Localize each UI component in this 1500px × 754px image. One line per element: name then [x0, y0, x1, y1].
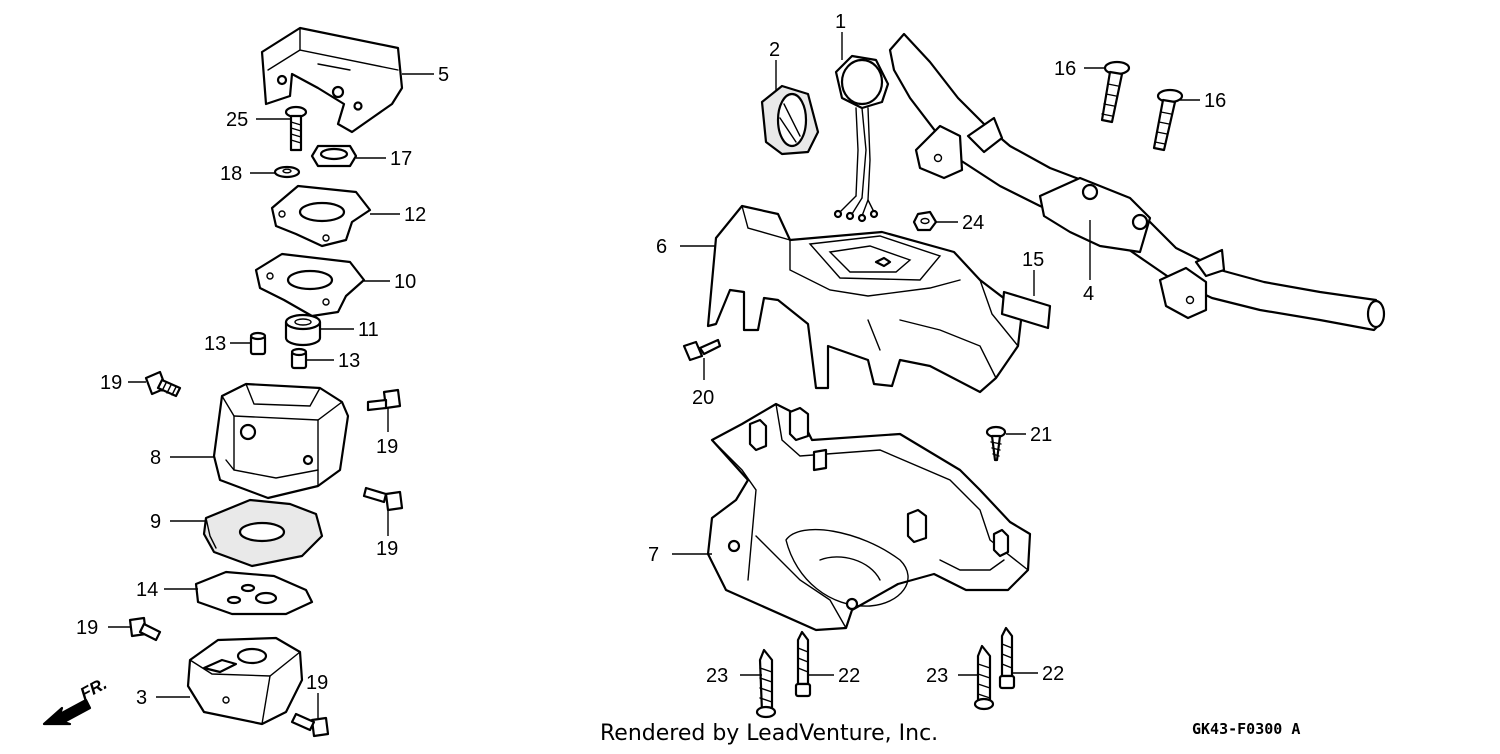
part-14-plate — [194, 570, 314, 616]
part-20-screw — [682, 338, 722, 362]
label-part-12: 12 — [404, 204, 426, 226]
part-25-bolt — [284, 105, 308, 152]
part-16-bolt-b — [1152, 88, 1184, 152]
part-15-label — [1000, 290, 1052, 330]
part-1-meter — [833, 54, 890, 223]
label-part-19d: 19 — [76, 617, 98, 639]
label-part-20: 20 — [692, 387, 714, 409]
part-19-bolt-e — [290, 712, 330, 738]
leader-lines — [108, 32, 1200, 718]
label-part-6: 6 — [656, 236, 667, 258]
part-5-bracket — [260, 26, 404, 134]
part-12-plate — [270, 184, 372, 248]
part-23-screw-a — [755, 648, 777, 719]
label-part-17: 17 — [390, 148, 412, 170]
label-part-14: 14 — [136, 579, 158, 601]
part-7-lower-cover — [706, 402, 1032, 632]
callout-labels: 5 25 17 18 12 10 11 13 13 19 19 8 19 9 1… — [76, 11, 1226, 709]
part-6-upper-cover — [706, 204, 1024, 394]
part-13-spacer-b — [290, 347, 308, 370]
part-10-plate — [254, 252, 366, 318]
part-4-handlebar — [888, 32, 1386, 332]
part-2-grip-ring — [760, 84, 820, 156]
part-8-housing — [212, 382, 350, 500]
part-22-screw-a — [794, 630, 812, 698]
diagram-code: GK43-F0300 A — [1192, 720, 1300, 738]
label-part-13a: 13 — [204, 333, 226, 355]
part-17-nut — [310, 144, 358, 168]
part-22-screw-b — [998, 626, 1016, 690]
label-part-7: 7 — [648, 544, 659, 566]
front-direction-label: FR. — [77, 674, 110, 704]
label-part-22b: 22 — [1042, 663, 1064, 685]
label-part-16a: 16 — [1054, 58, 1076, 80]
label-part-8: 8 — [150, 447, 161, 469]
part-16-bolt-a — [1100, 60, 1131, 124]
part-19-bolt-a — [144, 370, 182, 398]
label-part-24: 24 — [962, 212, 984, 234]
label-part-2: 2 — [769, 39, 780, 61]
part-23-screw-b — [973, 644, 995, 711]
label-part-23a: 23 — [706, 665, 728, 687]
label-part-22a: 22 — [838, 665, 860, 687]
label-part-25: 25 — [226, 109, 248, 131]
part-11-collar — [284, 313, 322, 347]
front-direction-arrow — [42, 698, 92, 726]
label-part-19e: 19 — [306, 672, 328, 694]
part-24-nut — [912, 210, 938, 232]
label-part-16b: 16 — [1204, 90, 1226, 112]
label-part-3: 3 — [136, 687, 147, 709]
label-part-19a: 19 — [100, 372, 122, 394]
part-19-bolt-c — [362, 486, 404, 512]
label-part-19c: 19 — [376, 538, 398, 560]
label-part-18: 18 — [220, 163, 242, 185]
label-part-15: 15 — [1022, 249, 1044, 271]
part-9-gasket — [202, 498, 324, 568]
label-part-4: 4 — [1083, 283, 1094, 305]
part-19-bolt-b — [366, 388, 402, 412]
label-part-5: 5 — [438, 64, 449, 86]
label-part-9: 9 — [150, 511, 161, 533]
part-21-screw — [985, 425, 1007, 462]
label-part-11: 11 — [358, 319, 379, 341]
part-3-base — [186, 636, 304, 726]
part-19-bolt-d — [128, 616, 162, 642]
label-part-23b: 23 — [926, 665, 948, 687]
label-part-19b: 19 — [376, 436, 398, 458]
label-part-21: 21 — [1030, 424, 1052, 446]
part-18-washer — [273, 165, 301, 179]
label-part-1: 1 — [835, 11, 846, 33]
label-part-13b: 13 — [338, 350, 360, 372]
label-part-10: 10 — [394, 271, 416, 293]
credit-text: Rendered by LeadVenture, Inc. — [600, 721, 938, 746]
part-13-spacer-a — [249, 331, 267, 356]
